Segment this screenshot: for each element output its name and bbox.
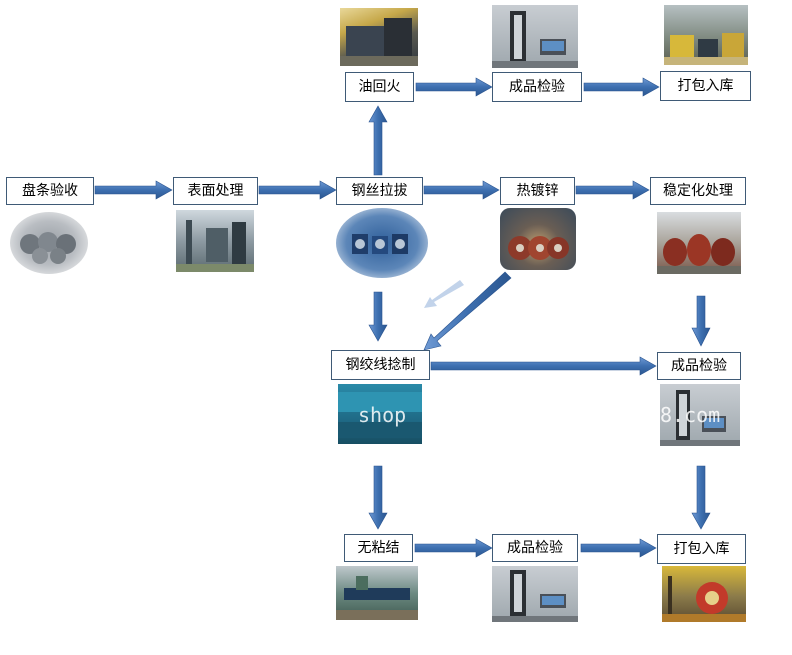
galvanizing-photo [500, 208, 576, 270]
surface-treatment-photo [176, 210, 254, 272]
arrow-faded-diagonal [424, 280, 464, 308]
arrow-twisting-to-inspection [430, 356, 657, 376]
node-surface-treatment: 表面处理 [173, 177, 258, 205]
node-strand-twisting: 钢绞线捻制 [331, 350, 430, 380]
arrow-inspection-to-packing-bottom [691, 465, 711, 530]
node-coil-inspection: 盘条验收 [6, 177, 94, 205]
arrow-stabilizing-to-inspection [691, 295, 711, 347]
arrow-drawing-to-galvanizing [423, 180, 500, 200]
watermark-right: 8.com [660, 403, 721, 427]
arrow-unbonded-to-inspection [414, 538, 493, 558]
node-wire-drawing: 钢丝拉拔 [336, 177, 423, 205]
node-packing-bottom: 打包入库 [657, 534, 746, 564]
stabilizing-photo [657, 212, 741, 274]
watermark-left: shop [358, 403, 407, 427]
node-packing-top: 打包入库 [660, 71, 751, 101]
node-inspection-top: 成品检验 [492, 72, 582, 102]
arrow-galvanizing-to-twisting [423, 271, 512, 351]
arrow-inspection-to-packing-bottom-row [580, 538, 657, 558]
arrow-drawing-to-oil [368, 105, 388, 176]
arrow-oil-to-inspection [415, 77, 493, 97]
coil-pipes-photo [10, 212, 88, 274]
crane-photo [340, 8, 418, 66]
testing-machine-photo-top [492, 5, 578, 68]
wire-drawing-photo [336, 208, 428, 278]
arrow-galvanizing-to-stabilizing [575, 180, 650, 200]
arrow-coil-to-surface [94, 180, 173, 200]
arrow-twisting-to-unbonded [368, 465, 388, 530]
node-inspection-bottom: 成品检验 [492, 534, 578, 562]
arrow-drawing-to-twisting [368, 291, 388, 342]
node-galvanizing: 热镀锌 [500, 177, 575, 205]
arrow-inspection-to-packing-top [583, 77, 660, 97]
node-inspection-mid: 成品检验 [657, 352, 741, 380]
unbonded-line-photo [336, 566, 418, 620]
node-unbonded: 无粘结 [344, 534, 413, 562]
strand-machine-photo [338, 384, 422, 444]
testing-machine-photo-mid [660, 384, 740, 446]
testing-machine-photo-bottom [492, 566, 578, 622]
warehouse-photo-top [664, 5, 748, 65]
packing-photo-bottom [662, 566, 746, 622]
arrow-surface-to-drawing [258, 180, 337, 200]
node-stabilizing: 稳定化处理 [650, 177, 746, 205]
node-oil-tempering: 油回火 [345, 72, 414, 102]
